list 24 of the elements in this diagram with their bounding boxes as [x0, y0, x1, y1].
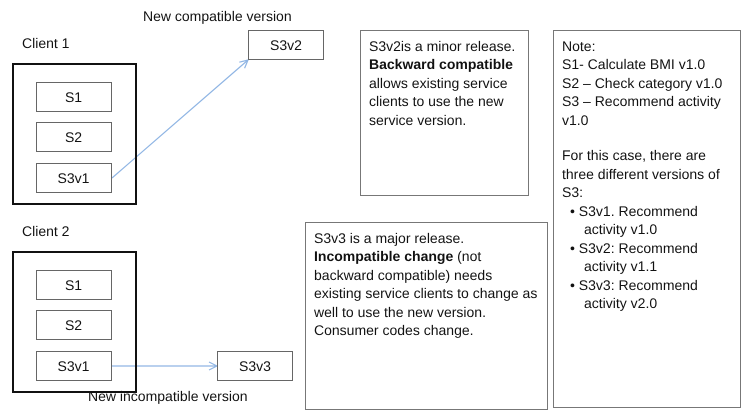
arrow — [112, 59, 249, 178]
service-box: S2 — [36, 122, 112, 152]
service-box: S3v3 — [217, 351, 293, 381]
note-text: S1- Calculate BMI v1.0 — [562, 55, 706, 74]
service-box: S2 — [36, 310, 112, 340]
note-text: S2 – Check category v1.0 — [562, 74, 724, 92]
service-box: S1 — [36, 270, 112, 300]
note-text: S3 – Recommend activity v1.0 — [562, 92, 722, 130]
bullet-item: • S3v1. Recommend activity v1.0 — [569, 202, 699, 239]
service-box: S3v1 — [36, 162, 112, 192]
service-box: S1 — [36, 82, 112, 112]
description-box: S3v3 is a major release. Incompatible change (not backward compatible) needs existing service clients to change as well to use the new version. Consumer codes change. — [305, 222, 548, 410]
note-box — [553, 30, 741, 408]
service-box: S3v1 — [36, 350, 112, 380]
note-text: For this case, there are three different versions of S3: — [562, 146, 721, 202]
note-text: Note: — [562, 37, 596, 56]
bullet-item: • S3v3: Recommend activity v2.0 — [569, 276, 699, 313]
box-heading: Client 2 — [22, 223, 70, 239]
box-heading: Client 1 — [22, 35, 70, 51]
description-box: S3v2is a minor release. Backward compatible allows existing service clients to use the new service version. — [360, 30, 529, 196]
service-box: S3v2 — [248, 30, 324, 60]
arrow — [112, 361, 218, 371]
node-caption: New compatible version — [143, 8, 292, 24]
bullet-item: • S3v2: Recommend activity v1.1 — [569, 238, 699, 276]
